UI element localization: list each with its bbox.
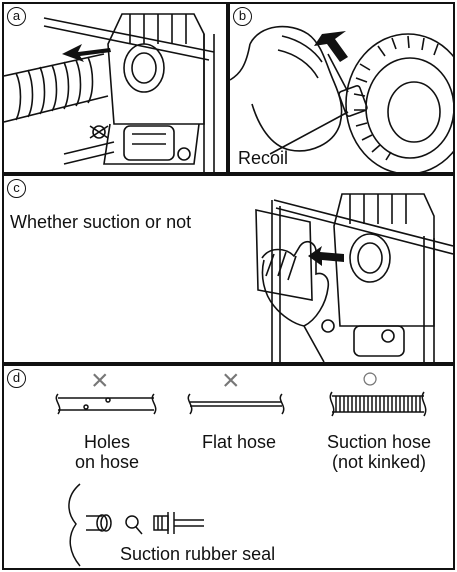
suction-hose-label-line2: (not kinked) <box>331 452 427 472</box>
panel-b-badge: b <box>233 7 252 26</box>
hand-over-inlet-illustration <box>255 193 453 362</box>
panel-a-badge: a <box>7 7 26 26</box>
suction-hose-label-line1: Suction hose <box>326 432 432 452</box>
panel-a-disconnect-hose: a <box>2 2 228 174</box>
rubber-seal-label: Suction rubber seal <box>120 544 276 564</box>
panel-d-badge: d <box>7 369 26 388</box>
recoil-label: Recoil <box>238 148 289 168</box>
holes-label-line2: on hose <box>74 452 140 472</box>
pump-hose-illustration <box>4 13 215 172</box>
holes-label-line1: Holes <box>83 432 131 452</box>
panel-d-hose-check: d × × ○ Holes on hose Flat hose Suction … <box>2 364 455 570</box>
hose-types-illustration <box>55 391 427 567</box>
recoil-starter-illustration <box>230 25 453 172</box>
flat-hose <box>187 393 285 415</box>
holes-label: Holes on hose <box>62 432 152 472</box>
panel-c-check-suction: c Whether suction or not <box>2 174 455 364</box>
panel-c-badge: c <box>7 179 26 198</box>
suction-hose <box>329 391 427 417</box>
flat-ng-mark: × <box>222 364 240 397</box>
suction-hose-label: Suction hose (not kinked) <box>304 432 453 472</box>
hose-with-holes <box>55 393 157 415</box>
flat-hose-label: Flat hose <box>201 432 277 452</box>
suction-check-caption: Whether suction or not <box>10 212 192 232</box>
panel-b-recoil: b Recoil <box>228 2 455 174</box>
holes-ng-mark: × <box>91 364 109 397</box>
suction-ok-mark: ○ <box>361 364 380 395</box>
suction-rubber-seal-detail <box>68 483 204 567</box>
